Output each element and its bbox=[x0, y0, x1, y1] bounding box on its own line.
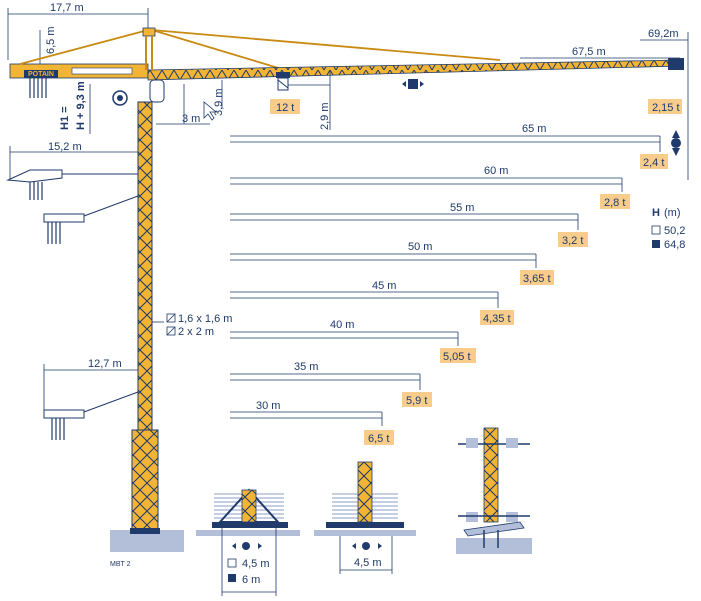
counter-jib bbox=[9, 63, 149, 98]
total-jib-label: 17,7 m bbox=[50, 2, 84, 14]
cab-offset-label: 3 m bbox=[182, 113, 200, 125]
cab-drop-label: 3,9 m bbox=[213, 88, 225, 116]
h-table-unit: (m) bbox=[664, 207, 681, 219]
reach-67-label: 67,5 m bbox=[572, 46, 606, 58]
top-dimensions bbox=[7, 8, 689, 180]
jib-line-60 bbox=[230, 177, 630, 209]
jib-line-30 bbox=[230, 411, 394, 445]
base2-label: 4,5 m bbox=[354, 557, 382, 569]
jib-60-length: 60 m bbox=[484, 165, 508, 177]
jib-line-50 bbox=[230, 253, 554, 285]
rotation-icon bbox=[112, 90, 128, 106]
base-filled-square-icon bbox=[228, 574, 236, 582]
height-table: H (m) 50,2 64,8 bbox=[651, 207, 685, 251]
model-label: MBT 2 bbox=[110, 561, 131, 568]
jib-tip bbox=[668, 58, 684, 70]
mast-base-section bbox=[131, 429, 159, 531]
h-table-open-square-icon bbox=[651, 225, 661, 235]
tie-1-label: 15,2 m bbox=[48, 141, 82, 153]
head-height-label: 6,5 m bbox=[45, 26, 57, 54]
tip-load-badge bbox=[648, 99, 682, 114]
trolley bbox=[276, 72, 290, 91]
base1-big-label: 6 m bbox=[242, 574, 260, 586]
h-table-row2: 64,8 bbox=[664, 239, 685, 251]
base1-small-label: 4,5 m bbox=[242, 558, 270, 570]
jib-40-load: 5,05 t bbox=[443, 351, 471, 363]
base-detail-3 bbox=[456, 427, 532, 554]
jib-55-load: 3,2 t bbox=[562, 235, 583, 247]
section-icon-2 bbox=[166, 326, 176, 336]
max-reach-label: 69,2m bbox=[648, 28, 679, 40]
jib-line-65 bbox=[230, 135, 668, 169]
jib-35-length: 35 m bbox=[294, 361, 318, 373]
trolley-load-label: 12 t bbox=[276, 102, 294, 114]
base-detail-1 bbox=[196, 488, 300, 596]
jib-30-load: 6,5 t bbox=[368, 433, 389, 445]
jib-45-load: 4,35 t bbox=[483, 313, 511, 325]
jib-40-length: 40 m bbox=[330, 319, 354, 331]
slew-direction-icon bbox=[402, 79, 424, 89]
ground-block bbox=[110, 530, 184, 552]
tie-in-1 bbox=[6, 146, 138, 200]
cursor-arrow-icon bbox=[203, 101, 218, 121]
jib-line-45 bbox=[230, 291, 514, 325]
tip-load-label: 2,15 t bbox=[652, 102, 680, 114]
h-table-title: H bbox=[652, 207, 660, 219]
tie-rods bbox=[19, 29, 501, 71]
jib-65-length: 65 m bbox=[522, 123, 546, 135]
jib-50-load: 3,65 t bbox=[523, 273, 551, 285]
jib-60-load: 2,8 t bbox=[604, 197, 625, 209]
jib-line-55 bbox=[230, 213, 588, 247]
trolley-offset-label: 2,9 m bbox=[319, 102, 331, 130]
base-open-square-icon bbox=[227, 558, 237, 568]
jib-45-length: 45 m bbox=[372, 280, 396, 292]
main-jib bbox=[147, 59, 681, 81]
jib-65-load: 2,4 t bbox=[643, 157, 664, 169]
jib-30-length: 30 m bbox=[256, 400, 280, 412]
height-label-h1: H1 = bbox=[59, 106, 71, 130]
jib-line-35 bbox=[230, 373, 432, 407]
counterweight-hangers bbox=[29, 78, 47, 98]
mast-section-2-label: 2 x 2 m bbox=[178, 326, 214, 338]
tie-in-2 bbox=[43, 195, 139, 244]
trolley-load-badge bbox=[270, 99, 300, 114]
height-label-h2: H + 9,3 m bbox=[75, 81, 87, 130]
jib-line-40 bbox=[230, 331, 476, 363]
jib-55-length: 55 m bbox=[450, 202, 474, 214]
jib-50-length: 50 m bbox=[408, 241, 432, 253]
brand-logo: POTAIN bbox=[28, 71, 54, 78]
tie-in-3 bbox=[43, 364, 139, 440]
section-icon-1 bbox=[166, 313, 176, 323]
base-detail-2 bbox=[314, 461, 416, 574]
h-table-row1: 50,2 bbox=[664, 225, 685, 237]
hook-height-arrow bbox=[671, 130, 681, 156]
jib-configurations: 65 m 2,4 t 60 m 2,8 t 55 m 3,2 t 50 m 3,… bbox=[230, 123, 668, 445]
tie-2-label: 12,7 m bbox=[88, 358, 122, 370]
mast-section-1-label: 1,6 x 1,6 m bbox=[178, 313, 232, 325]
crane-head bbox=[142, 27, 165, 103]
jib-35-load: 5,9 t bbox=[406, 395, 427, 407]
h-table-filled-square-icon bbox=[652, 240, 660, 248]
